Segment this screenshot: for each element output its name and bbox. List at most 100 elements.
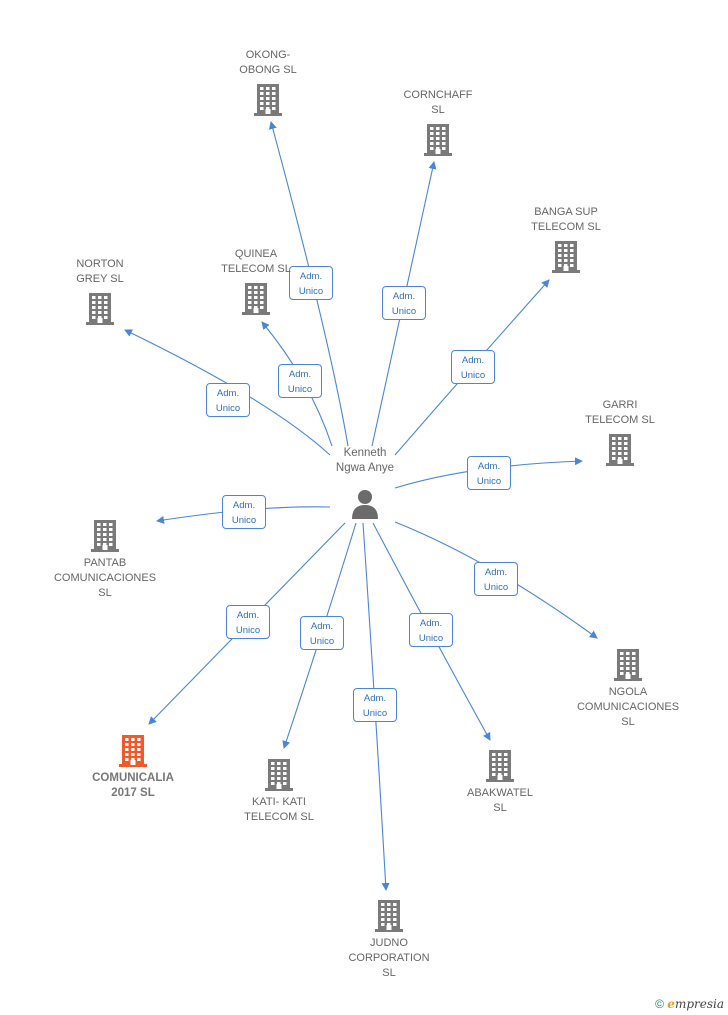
role-badge-line1: Adm. <box>461 355 485 366</box>
role-badge-garri[interactable]: Adm. Unico <box>467 456 511 490</box>
role-badge-abakwatel[interactable]: Adm. Unico <box>409 613 453 647</box>
company-label-line: SL <box>382 967 396 979</box>
role-badge-line1: Adm. <box>310 621 334 632</box>
quinea-building-icon <box>242 283 270 315</box>
company-label-okong: OKONG- OBONG SL <box>239 48 296 78</box>
company-label-line: BANGA SUP <box>534 206 598 218</box>
company-node-cornchaff[interactable]: CORNCHAFF SL <box>368 88 508 156</box>
company-label-line: COMUNICACIONES <box>53 572 157 584</box>
role-badge-line2: Unico <box>231 515 257 526</box>
company-label-banga: BANGA SUP TELECOM SL <box>531 205 601 235</box>
role-badge-line1: Adm. <box>288 369 312 380</box>
company-label-line: TELECOM SL <box>585 414 655 426</box>
company-label-kati: KATI- KATI TELECOM SL <box>244 795 314 825</box>
company-label-line: NGOLA <box>608 686 648 698</box>
role-badge-line1: Adm. <box>477 461 501 472</box>
person-name-line2: Ngwa Anye <box>335 462 395 474</box>
role-badge-kati[interactable]: Adm. Unico <box>300 616 344 650</box>
role-badge-line2: Unico <box>391 306 417 317</box>
role-badge-line1: Adm. <box>236 610 260 621</box>
role-badge-line1: Adm. <box>232 500 256 511</box>
brand-rest: mpresia <box>674 997 724 1011</box>
role-badge-banga[interactable]: Adm.Unico <box>451 350 495 384</box>
company-label-cornchaff: CORNCHAFF SL <box>403 88 472 118</box>
company-label-line: SL <box>493 802 507 814</box>
role-badge-line1: Adm. <box>392 291 416 302</box>
company-node-okong[interactable]: OKONG- OBONG SL <box>198 48 338 116</box>
role-badge-line1: Adm. <box>419 618 443 629</box>
company-label-line: TELECOM SL <box>221 263 291 275</box>
company-label-line: SL <box>621 716 635 728</box>
role-badge-line2: Unico <box>215 403 241 414</box>
banga-building-icon <box>552 241 580 273</box>
company-label-line: KATI- KATI <box>252 796 306 808</box>
person-icon <box>352 490 378 519</box>
company-label-abakwatel: ABAKWATEL SL <box>467 786 533 816</box>
company-label-line: ABAKWATEL <box>466 787 534 799</box>
company-label-line: CORPORATION <box>348 952 430 964</box>
company-node-judno[interactable]: JUDNO CORPORATION SL <box>319 898 459 981</box>
company-label-line: SL <box>431 104 445 116</box>
cornchaff-building-icon <box>424 124 452 156</box>
company-label-line: 2017 SL <box>111 787 155 799</box>
company-label-line: TELECOM SL <box>244 811 314 823</box>
company-label-line: OKONG- <box>245 49 291 61</box>
role-badge-line1: Adm. <box>299 271 323 282</box>
company-label-line: PANTAB <box>83 557 127 569</box>
role-badge-line2: Unico <box>235 625 261 636</box>
footer-brand: © empresia <box>655 997 724 1011</box>
ngola-building-icon <box>614 649 642 681</box>
company-node-banga[interactable]: BANGA SUP TELECOM SL <box>496 205 636 273</box>
center-person[interactable]: Kenneth Ngwa Anye <box>325 446 405 520</box>
role-badge-pantab[interactable]: Adm. Unico <box>222 495 266 529</box>
company-label-line: NORTON <box>76 258 124 270</box>
company-node-ngola[interactable]: NGOLA COMUNICACIONES SL <box>558 647 698 730</box>
role-badge-cornchaff[interactable]: Adm. Unico <box>382 286 426 320</box>
company-label-line: CORNCHAFF <box>403 89 473 101</box>
pantab-building-icon <box>91 520 119 552</box>
company-label-line: JUDNO <box>370 937 408 949</box>
role-badge-line2: Unico <box>418 633 444 644</box>
company-node-kati[interactable]: KATI- KATI TELECOM SL <box>209 757 349 825</box>
company-label-quinea: QUINEA TELECOM SL <box>221 247 291 277</box>
company-label-comunicalia: COMUNICALIA 2017 SL <box>92 771 174 801</box>
company-node-abakwatel[interactable]: ABAKWATEL SL <box>430 748 570 816</box>
role-badge-line2: Unico <box>483 582 509 593</box>
role-badge-line2: Unico <box>298 286 324 297</box>
kati-building-icon <box>265 759 293 791</box>
role-badge-line1: Adm. <box>216 388 240 399</box>
okong-building-icon <box>254 84 282 116</box>
company-node-comunicalia[interactable]: COMUNICALIA 2017 SL <box>63 733 203 801</box>
role-badge-quinea[interactable]: Adm.Unico <box>278 364 322 398</box>
role-badge-judno[interactable]: Adm.Unico <box>353 688 397 722</box>
role-badge-line1: Adm. <box>363 693 387 704</box>
company-node-quinea[interactable]: QUINEA TELECOM SL <box>186 247 326 315</box>
company-label-line: COMUNICALIA <box>92 772 174 784</box>
norton-building-icon <box>86 293 114 325</box>
copyright-symbol: © <box>655 997 664 1011</box>
brand-name: empresia <box>667 997 724 1011</box>
abakwatel-building-icon <box>486 750 514 782</box>
comunicalia-building-icon <box>119 735 147 767</box>
company-label-line: TELECOM SL <box>531 221 601 233</box>
role-badge-line2: Unico <box>309 636 335 647</box>
role-badge-norton[interactable]: Adm. Unico <box>206 383 250 417</box>
role-badge-ngola[interactable]: Adm.Unico <box>474 562 518 596</box>
garri-building-icon <box>606 434 634 466</box>
judno-building-icon <box>375 900 403 932</box>
role-badge-comunicalia[interactable]: Adm. Unico <box>226 605 270 639</box>
role-badge-line2: Unico <box>476 476 502 487</box>
company-label-judno: JUDNO CORPORATION SL <box>348 936 429 981</box>
edge-okong <box>268 121 349 447</box>
company-label-ngola: NGOLA COMUNICACIONES SL <box>577 685 679 730</box>
company-label-line: COMUNICACIONES <box>576 701 680 713</box>
company-label-line: QUINEA <box>234 248 278 260</box>
company-label-line: OBONG SL <box>239 64 297 76</box>
role-badge-okong[interactable]: Adm. Unico <box>289 266 333 300</box>
